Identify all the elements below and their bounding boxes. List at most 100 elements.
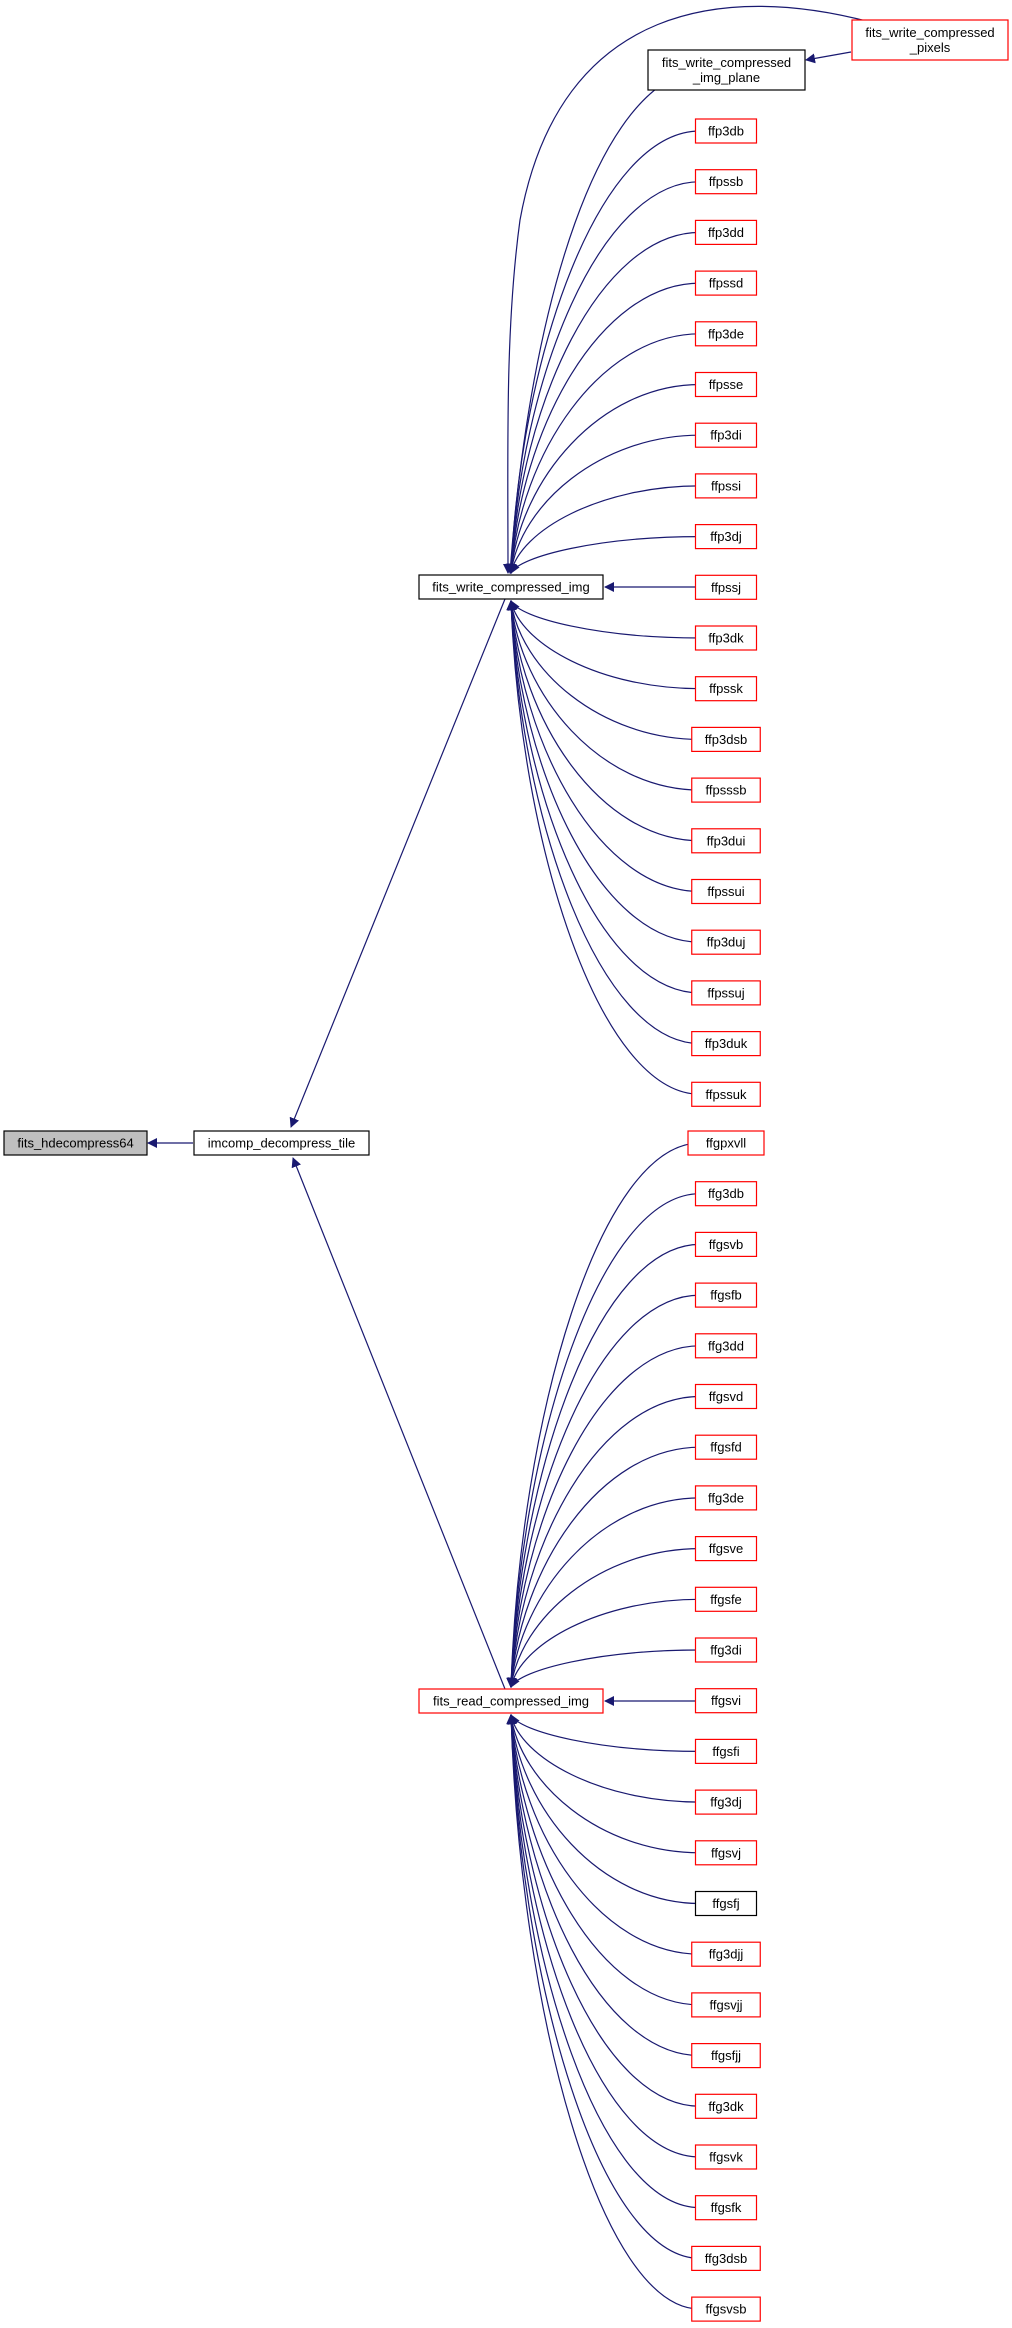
node-ffgsvi[interactable]: ffgsvi	[694, 1688, 758, 1714]
node-ffgsve-box	[694, 1535, 758, 1562]
edges-layer	[147, 5, 871, 2310]
node-ffp3duj[interactable]: ffp3duj	[691, 929, 761, 955]
edge-ffg3dsb-to-read-img	[506, 1714, 701, 2259]
edge-ffgsfk-to-read-img	[506, 1714, 701, 2209]
node-ffpssi-box	[694, 473, 758, 499]
node-ffpssuj[interactable]: ffpssuj	[691, 980, 761, 1006]
node-fits-read-compressed-img[interactable]: fits_read_compressed_img	[418, 1688, 604, 1714]
node-ffp3di[interactable]: ffp3di	[694, 422, 758, 448]
node-ffgsvb[interactable]: ffgsvb	[694, 1231, 758, 1258]
edge-ffpssb-to-write-img	[506, 181, 701, 574]
edge-read-img-to-imcomp	[291, 1157, 506, 1690]
node-ffgsve[interactable]: ffgsve	[694, 1535, 758, 1562]
node-ffg3de[interactable]: ffg3de	[694, 1485, 758, 1511]
node-ffgsvsb[interactable]: ffgsvsb	[691, 2296, 761, 2322]
node-ffgsfe-box	[694, 1586, 758, 1612]
node-ffgsfj[interactable]: ffgsfj	[694, 1890, 758, 1917]
node-fits-write-compressed-pixels-label-line-1: fits_write_compressed	[865, 25, 994, 40]
node-ffpssuk-box	[691, 1081, 761, 1107]
node-fits-read-compressed-img-label: fits_read_compressed_img	[433, 1694, 589, 1709]
node-ffp3dui[interactable]: ffp3dui	[691, 828, 761, 854]
node-ffgsvjj[interactable]: ffgsvjj	[691, 1992, 761, 2018]
edge-ffgsfb-to-read-img	[506, 1294, 701, 1688]
edge-ffp3dsb-to-write-img	[507, 600, 701, 740]
node-ffp3dk-label: ffp3dk	[708, 631, 744, 646]
node-ffpssk-box	[694, 676, 758, 702]
node-ffg3dj-box	[694, 1789, 758, 1815]
node-ffp3dsb[interactable]: ffp3dsb	[691, 726, 761, 753]
edge-ffg3di-to-read-img	[510, 1649, 701, 1688]
node-ffp3db[interactable]: ffp3db	[694, 118, 758, 144]
edge-ffp3duk-to-write-img	[506, 600, 701, 1045]
node-imcomp-decompress-tile[interactable]: imcomp_decompress_tile	[193, 1130, 370, 1156]
node-ffgsve-label: ffgsve	[709, 1541, 743, 1556]
node-fits-write-compressed-img-plane-label-line-1: fits_write_compressed	[662, 55, 791, 70]
node-fits-write-compressed-pixels[interactable]: fits_write_compressed_pixels	[851, 19, 1009, 61]
node-ffg3di-box	[694, 1637, 758, 1663]
node-fits-write-compressed-img-plane[interactable]: fits_write_compressed_img_plane	[647, 49, 806, 91]
node-ffgsvi-label: ffgsvi	[711, 1693, 741, 1708]
node-ffpssd[interactable]: ffpssd	[694, 270, 758, 296]
edge-ffp3dd-to-write-img	[506, 231, 701, 574]
node-ffp3dk[interactable]: ffp3dk	[694, 625, 758, 651]
node-ffpssi[interactable]: ffpssi	[694, 473, 758, 499]
edge-ffp3de-to-write-img	[506, 333, 701, 574]
node-ffgsvj-label: ffgsvj	[711, 1845, 741, 1860]
edge-ffgsvk-to-read-img	[506, 1714, 701, 2158]
node-ffg3dd[interactable]: ffg3dd	[694, 1333, 758, 1359]
node-ffg3dk[interactable]: ffg3dk	[694, 2093, 758, 2119]
node-ffgsfe[interactable]: ffgsfe	[694, 1586, 758, 1612]
node-ffgsfk-label: ffgsfk	[711, 2200, 742, 2215]
node-ffp3duk[interactable]: ffp3duk	[691, 1030, 761, 1057]
node-fits-hdecompress64-label: fits_hdecompress64	[17, 1136, 133, 1151]
node-fits-hdecompress64[interactable]: fits_hdecompress64	[3, 1130, 148, 1156]
edge-ffp3dui-to-write-img	[506, 600, 701, 842]
node-ffgsvk[interactable]: ffgsvk	[694, 2144, 758, 2170]
node-ffpssb[interactable]: ffpssb	[694, 169, 758, 195]
edge-ffpsse-to-write-img	[506, 383, 701, 574]
edge-ffpssd-to-write-img	[506, 282, 701, 574]
node-ffpssui-box	[691, 878, 761, 905]
node-ffpsssb[interactable]: ffpsssb	[691, 777, 761, 803]
edge-ffpsssb-to-write-img	[506, 600, 701, 791]
node-ffgsvd-box	[694, 1383, 758, 1410]
node-ffgsfi[interactable]: ffgsfi	[694, 1738, 758, 1765]
node-ffg3djj[interactable]: ffg3djj	[691, 1941, 761, 1967]
node-ffgsfjj-label: ffgsfjj	[711, 2048, 741, 2063]
node-ffg3dd-label: ffg3dd	[708, 1338, 744, 1353]
node-ffp3de-label: ffp3de	[708, 326, 744, 341]
node-ffg3djj-label: ffg3djj	[709, 1947, 744, 1962]
node-ffp3dk-box	[694, 625, 758, 651]
node-ffp3dsb-box	[691, 726, 761, 753]
node-ffg3di-label: ffg3di	[710, 1643, 742, 1658]
node-ffg3dsb-box	[691, 2245, 761, 2271]
node-fits-write-compressed-img-label: fits_write_compressed_img	[432, 580, 590, 595]
node-ffpssk[interactable]: ffpssk	[694, 676, 758, 702]
node-fits-write-compressed-img[interactable]: fits_write_compressed_img	[418, 574, 604, 600]
node-ffp3dd[interactable]: ffp3dd	[694, 219, 758, 245]
node-ffpssj[interactable]: ffpssj	[694, 574, 758, 600]
node-ffgsfk[interactable]: ffgsfk	[694, 2195, 758, 2221]
node-ffpssuk[interactable]: ffpssuk	[691, 1081, 761, 1107]
node-ffpssui[interactable]: ffpssui	[691, 878, 761, 905]
node-ffp3dd-label: ffp3dd	[708, 225, 744, 240]
node-ffgsfjj[interactable]: ffgsfjj	[691, 2042, 761, 2069]
node-ffgsfd[interactable]: ffgsfd	[694, 1434, 758, 1460]
edge-ffpssui-to-write-img	[506, 600, 701, 893]
node-ffgsvd[interactable]: ffgsvd	[694, 1383, 758, 1410]
node-ffgsvj[interactable]: ffgsvj	[694, 1840, 758, 1866]
node-ffgpxvll[interactable]: ffgpxvll	[687, 1130, 765, 1156]
edge-ffg3dd-to-read-img	[506, 1345, 701, 1688]
node-ffp3de[interactable]: ffp3de	[694, 321, 758, 347]
node-fits-write-compressed-pixels-box	[851, 19, 1009, 61]
node-ffg3db[interactable]: ffg3db	[694, 1181, 758, 1207]
node-ffg3dj[interactable]: ffg3dj	[694, 1789, 758, 1815]
node-ffp3dj[interactable]: ffp3dj	[694, 523, 758, 550]
node-ffg3di[interactable]: ffg3di	[694, 1637, 758, 1663]
node-ffpsse[interactable]: ffpsse	[694, 371, 758, 398]
node-ffg3dsb[interactable]: ffg3dsb	[691, 2245, 761, 2271]
node-ffpsse-box	[694, 371, 758, 398]
edge-ffgsfe-to-read-img	[507, 1598, 701, 1688]
edge-ffgsvjj-to-read-img	[506, 1714, 701, 2006]
node-ffgsfb[interactable]: ffgsfb	[694, 1282, 758, 1308]
